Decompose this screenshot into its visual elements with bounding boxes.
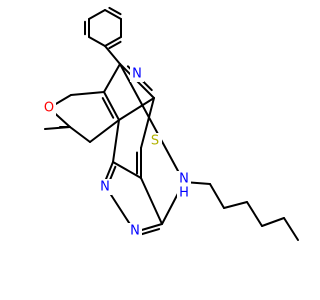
bond-p1-p2: [88, 9, 106, 20]
bond-h4-h5: [261, 217, 285, 227]
nitrogen-pyrimidine-bottom-label: N: [130, 224, 140, 239]
bond-layer: [44, 6, 299, 241]
bond-x1-x4: [112, 161, 142, 179]
bond-ca-N: [119, 63, 185, 183]
bond-x2-cd: [140, 97, 155, 149]
bond-m3-cc: [89, 119, 120, 143]
bond-p3-p4: [88, 36, 106, 47]
bond-h5-h6: [283, 217, 299, 241]
atom-oxygen: O: [42, 100, 56, 116]
bond-h2-h3: [223, 201, 248, 209]
sulfur-label: S: [151, 134, 159, 149]
double-bond-cb-cc: [101, 97, 115, 119]
atom-amine-nh: N H: [177, 171, 191, 202]
nitrogen-pyrimidine-top-label: N: [100, 180, 110, 195]
atom-nitrogen-pyrimidine-top: N: [98, 179, 112, 195]
bond-p6-p1: [104, 9, 122, 20]
molecule-structure: O S N N N N H: [42, 6, 299, 241]
bond-cc-cd: [118, 97, 155, 121]
bond-cb-cc: [103, 91, 120, 121]
bond-h1-h2: [209, 183, 225, 209]
double-bond-p6-p1: [108, 6, 122, 16]
nitrogen-pyridine-label: N: [132, 67, 142, 82]
bond-x6-x4: [140, 177, 163, 225]
atom-sulfur: S: [148, 133, 162, 149]
atom-nitrogen-pyridine: N: [130, 66, 144, 82]
bond-cb-m1: [70, 91, 105, 96]
atom-nitrogen-pyrimidine-bottom: N: [128, 223, 142, 239]
bond-p4-ca: [104, 45, 121, 65]
bond-m2-c9: [44, 126, 71, 130]
bond-h3-h4: [246, 201, 263, 227]
bond-p4-p5: [104, 36, 122, 47]
double-bond-x5-x6: [139, 228, 161, 236]
amine-hydrogen-label: H: [179, 186, 189, 201]
bond-cc-x1: [112, 119, 120, 163]
oxygen-label: O: [44, 101, 54, 116]
atom-label-layer: O S N N N N H: [42, 66, 191, 239]
bond-m2-m3: [69, 126, 91, 143]
double-bond-p4-p5: [108, 40, 122, 50]
bond-ca-cb: [103, 63, 121, 93]
amine-nitrogen-label: N: [179, 172, 189, 187]
